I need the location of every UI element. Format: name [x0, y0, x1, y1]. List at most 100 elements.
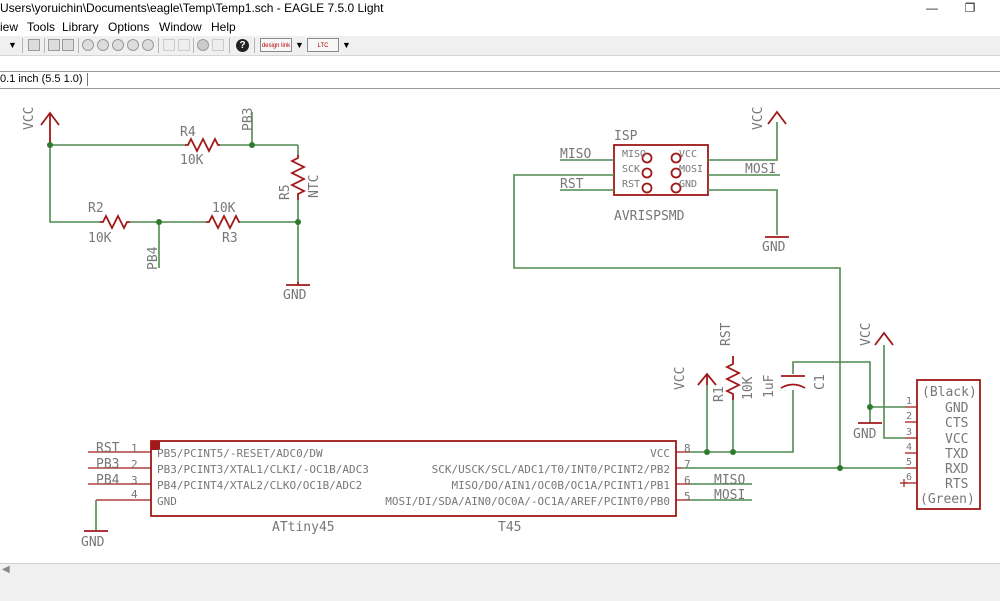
status-bar: ◀ [0, 563, 1000, 601]
layer-display-icon[interactable] [48, 39, 60, 51]
menu-help[interactable]: Help [211, 20, 236, 34]
isp-pin-rst: RST [622, 179, 640, 190]
resistor-r3[interactable]: 10K R3 [206, 201, 240, 246]
minimize-button[interactable]: — [926, 1, 938, 15]
isp-value: AVRISPSMD [614, 209, 685, 224]
dropdown-arrow-icon[interactable]: ▼ [8, 40, 17, 50]
menu-view[interactable]: iew [0, 20, 19, 34]
gnd-symbol-isp: GND [762, 236, 789, 255]
r1-name: R1 [712, 386, 727, 402]
c1-value: 1uF [762, 374, 777, 398]
redo-icon[interactable] [178, 39, 190, 51]
chip-pin-pb3: PB3/PCINT3/XTAL1/CLKI/-OC1B/ADC3 [157, 463, 369, 476]
schematic-canvas[interactable]: .w { stroke:#4f8a4f; stroke-width:1.6; f… [0, 88, 1000, 563]
resistor-r5[interactable]: R5 NTC [278, 155, 322, 200]
r1-value: 10K [741, 376, 756, 400]
isp-pin-gnd: GND [679, 179, 697, 190]
c1-name: C1 [813, 374, 828, 390]
gnd-symbol-topleft: GND [283, 282, 310, 303]
resistor-r1[interactable]: RST R1 10K [712, 322, 756, 402]
vcc-symbol-topleft: VCC [22, 107, 60, 145]
chip-value: T45 [498, 520, 521, 535]
gnd-label: GND [762, 240, 786, 255]
grid-coordinate-readout: 0.1 inch (5.5 1.0) [0, 73, 83, 85]
design-link-button[interactable]: design link [260, 38, 292, 52]
gnd-label: GND [81, 535, 105, 550]
ftdi-top-label: (Black) [922, 385, 977, 400]
go-icon[interactable] [212, 39, 224, 51]
chip-pin-pb4: PB4/PCINT4/XTAL2/CLKO/OC1B/ADC2 [157, 479, 362, 492]
menu-tools[interactable]: Tools [27, 20, 56, 34]
ftdi-header[interactable]: (Black) (Green) 1 2 3 4 5 6 GND CTS VCC … [900, 379, 981, 510]
vcc-label: VCC [673, 367, 688, 390]
ftdi-pin-vcc: VCC [945, 432, 968, 447]
junction [704, 449, 710, 455]
spice-button[interactable]: LTC SPICE [307, 38, 339, 52]
toolbar-separator [22, 38, 23, 53]
vcc-symbol-ftdi: VCC [859, 323, 894, 346]
gnd-symbol-ftdi: GND [853, 422, 882, 442]
menu-options[interactable]: Options [108, 20, 150, 34]
r3-name: R3 [222, 231, 238, 246]
vcc-label: VCC [859, 323, 874, 346]
toolbar-separator [229, 38, 230, 53]
wire [513, 122, 841, 468]
resistor-r2[interactable]: R2 10K [88, 201, 130, 246]
command-line-input[interactable] [87, 73, 888, 86]
title-bar: Users\yoruichin\Documents\eagle\Temp\Tem… [0, 0, 1000, 17]
zoom-select-icon[interactable] [142, 39, 154, 51]
toolbar-separator [78, 38, 79, 53]
menu-bar: iew Tools Library Options Window Help [0, 18, 1000, 36]
vcc-symbol-isp: VCC [751, 107, 787, 130]
toolbar: ▼ ? design link ▼ LTC SPICE ▼ [0, 36, 1000, 56]
layer-icon[interactable] [62, 39, 74, 51]
ftdi-pin-number: 2 [906, 411, 912, 422]
capacitor-c1[interactable]: 1uF C1 [762, 374, 828, 398]
junction [837, 465, 843, 471]
ftdi-pin-number: 3 [906, 427, 912, 438]
zoom-out-icon[interactable] [112, 39, 124, 51]
grid-icon[interactable] [28, 39, 40, 51]
zoom-redraw-icon[interactable] [127, 39, 139, 51]
ftdi-pin-txd: TXD [945, 447, 969, 462]
scroll-left-icon[interactable]: ◀ [2, 564, 10, 575]
help-icon[interactable]: ? [236, 39, 249, 52]
menu-window[interactable]: Window [159, 20, 202, 34]
toolbar-separator [193, 38, 194, 53]
chip-pin-number: 1 [131, 442, 138, 455]
zoom-fit-icon[interactable] [82, 39, 94, 51]
resistor-r4[interactable]: R4 10K [180, 125, 220, 168]
toolbar-separator [158, 38, 159, 53]
vcc-label: VCC [22, 107, 37, 130]
undo-icon[interactable] [163, 39, 175, 51]
net-label-rst-r1: RST [719, 322, 734, 346]
chip-pin-number: 5 [684, 490, 691, 503]
plus-icon [900, 479, 908, 487]
ftdi-pin-number: 5 [906, 457, 912, 468]
chip-pin-pb5: PB5/PCINT5/-RESET/ADC0/DW [157, 447, 323, 460]
r5-value: NTC [307, 175, 322, 198]
attiny45-chip[interactable]: ATtiny45 T45 RST PB3 PB4 1 2 3 4 PB5/PCI… [88, 440, 745, 535]
junction [295, 219, 301, 225]
isp-header[interactable]: ISP AVRISPSMD MISO SCK RST VCC MOSI GND [613, 129, 709, 224]
isp-pin-mosi: MOSI [679, 164, 703, 175]
restore-button[interactable]: ❐ [964, 1, 976, 15]
coordinate-bar: 0.1 inch (5.5 1.0) [0, 71, 1000, 89]
isp-pin-sck: SCK [622, 164, 640, 175]
stop-icon[interactable] [197, 39, 209, 51]
chip-pin-gnd: GND [157, 495, 177, 508]
dropdown-arrow-icon[interactable]: ▼ [342, 40, 351, 50]
net-label-pb4: PB4 [146, 246, 161, 270]
zoom-in-icon[interactable] [97, 39, 109, 51]
gnd-label: GND [283, 288, 307, 303]
menu-library[interactable]: Library [62, 20, 99, 34]
net-label-pb3: PB3 [241, 108, 256, 131]
r4-name: R4 [180, 125, 196, 140]
dropdown-arrow-icon[interactable]: ▼ [295, 40, 304, 50]
net-label-pb3-chip: PB3 [96, 457, 119, 472]
junction [156, 219, 162, 225]
net-label-rst-chip: RST [96, 441, 120, 456]
chip-pin-number: 7 [684, 458, 691, 471]
isp-pin-miso: MISO [622, 149, 646, 160]
vcc-label: VCC [751, 107, 766, 130]
